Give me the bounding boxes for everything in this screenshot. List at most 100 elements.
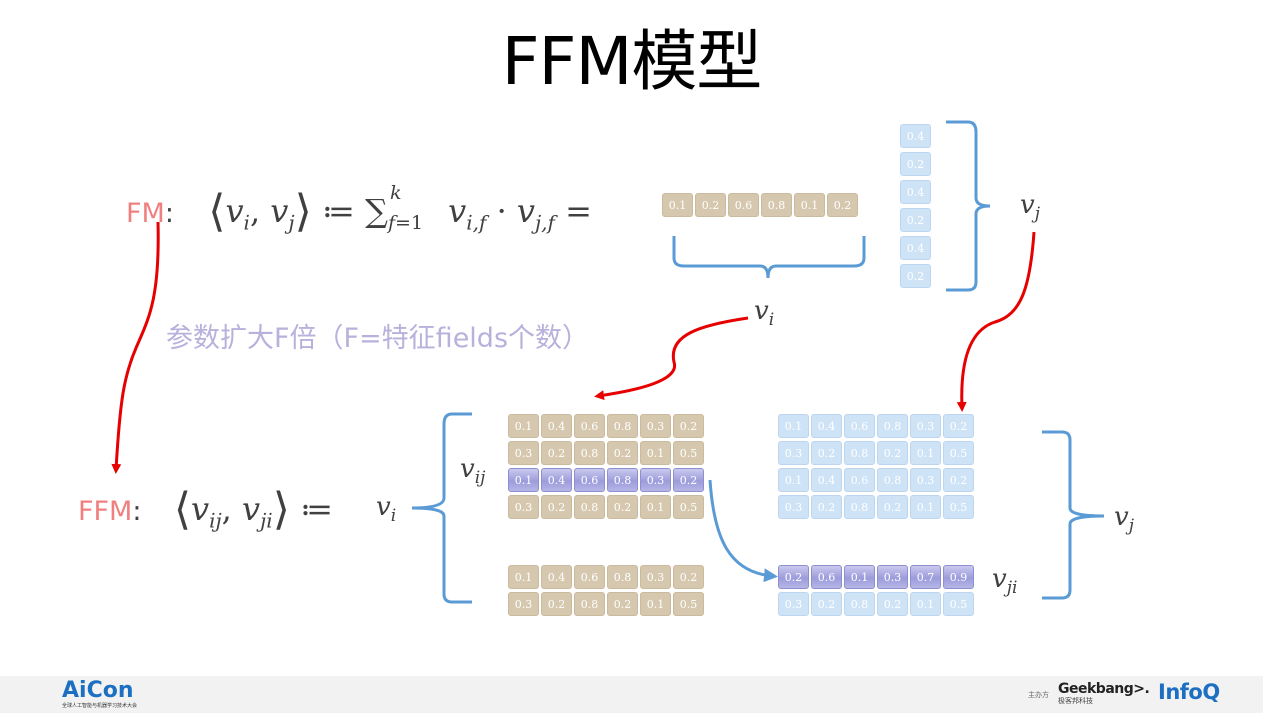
ffm-vi-cell: 0.2: [673, 414, 704, 438]
sponsor-prefix: 主办方: [1028, 691, 1049, 699]
slide-title: FFM模型: [501, 23, 763, 100]
ffm-label: FFM: [78, 496, 133, 527]
ffm-vj-cell: 0.1: [844, 565, 875, 589]
infoq-logo: InfoQ: [1158, 680, 1220, 704]
label-vj-ffm: vj: [1114, 502, 1134, 537]
ffm-vi-cell: 0.8: [607, 414, 638, 438]
brace-vj-top: [946, 120, 991, 292]
fm-vi-cell: 0.2: [827, 193, 858, 217]
ffm-vi-cell: 0.5: [673, 495, 704, 519]
arrow-vj: [956, 231, 1036, 412]
ffm-vj-cell: 0.3: [778, 592, 809, 616]
label-vij: vij: [460, 454, 486, 489]
ffm-vj-cell: 0.2: [943, 414, 974, 438]
fm-vi-cell: 0.1: [794, 193, 825, 217]
ffm-vi-cell: 0.6: [574, 414, 605, 438]
ffm-vi-cell: 0.1: [640, 441, 671, 465]
ffm-vi-cell: 0.1: [640, 495, 671, 519]
ffm-vj-cell: 0.8: [877, 414, 908, 438]
arrow-fm-to-ffm: [111, 221, 160, 474]
ffm-vj-cell: 0.9: [943, 565, 974, 589]
ffm-vi-cell: 0.3: [640, 565, 671, 589]
fm-vi-cell: 0.8: [761, 193, 792, 217]
ffm-vi-cell: 0.3: [640, 414, 671, 438]
brace-vi-ffm: [411, 412, 472, 604]
ffm-vj-cell: 0.3: [910, 468, 941, 492]
fm-vi-cell: 0.1: [662, 193, 693, 217]
ffm-vj-cell: 0.2: [877, 592, 908, 616]
ffm-vj-cell: 0.4: [811, 468, 842, 492]
ffm-vi-cell: 0.3: [508, 441, 539, 465]
arrow-vij-to-vji: [708, 479, 778, 583]
ffm-vj-cell: 0.3: [877, 565, 908, 589]
ffm-vj-cell: 0.5: [943, 495, 974, 519]
label-vj-top: vj: [1020, 190, 1040, 225]
ffm-vi-cell: 0.2: [607, 592, 638, 616]
arrow-vi: [594, 316, 749, 401]
ffm-vi-cell: 0.6: [574, 565, 605, 589]
fm-vj-cell: 0.4: [900, 236, 931, 260]
ffm-vj-cell: 0.8: [844, 441, 875, 465]
ffm-vj-cell: 0.1: [910, 592, 941, 616]
fm-vj-cell: 0.2: [900, 152, 931, 176]
ffm-vj-cell: 0.1: [910, 441, 941, 465]
ffm-vj-cell: 0.1: [778, 468, 809, 492]
fm-vi-cell: 0.2: [695, 193, 726, 217]
footer-bar: AiCon 全球人工智能与机器学习技术大会 主办方 Geekbang>. 极客邦…: [0, 676, 1263, 713]
ffm-vi-cell: 0.8: [607, 468, 638, 492]
ffm-vj-cell: 0.4: [811, 414, 842, 438]
ffm-vi-cell: 0.5: [673, 592, 704, 616]
ffm-vj-cell: 0.2: [943, 468, 974, 492]
ffm-vi-cell: 0.1: [508, 565, 539, 589]
ffm-vj-cell: 0.7: [910, 565, 941, 589]
ffm-vj-cell: 0.6: [844, 414, 875, 438]
ffm-vi-cell: 0.4: [541, 468, 572, 492]
ffm-vj-cell: 0.3: [910, 414, 941, 438]
parameter-note: 参数扩大F倍（F=特征fields个数）: [166, 323, 590, 354]
brace-vj-ffm: [1042, 430, 1105, 600]
fm-vj-cell: 0.4: [900, 180, 931, 204]
ffm-vi-cell: 0.3: [508, 592, 539, 616]
ffm-vi-cell: 0.8: [607, 565, 638, 589]
fm-vj-cell: 0.2: [900, 208, 931, 232]
ffm-colon: :: [132, 496, 142, 527]
ffm-vj-cell: 0.2: [877, 441, 908, 465]
ffm-vj-cell: 0.2: [778, 565, 809, 589]
ffm-vi-cell: 0.8: [574, 441, 605, 465]
ffm-vj-cell: 0.6: [811, 565, 842, 589]
aicon-logo: AiCon 全球人工智能与机器学习技术大会: [62, 678, 138, 710]
geekbang-logo: Geekbang>. 极客邦科技: [1058, 681, 1150, 705]
ffm-vi-cell: 0.1: [508, 414, 539, 438]
ffm-vi-cell: 0.2: [673, 468, 704, 492]
label-vi-top: vi: [754, 296, 775, 331]
ffm-vi-cell: 0.2: [541, 495, 572, 519]
fm-colon: :: [164, 198, 174, 229]
ffm-vj-cell: 0.2: [877, 495, 908, 519]
brace-vi-top: [672, 236, 866, 279]
ffm-vi-cell: 0.2: [673, 565, 704, 589]
ffm-vi-cell: 0.3: [508, 495, 539, 519]
ffm-vj-cell: 0.2: [811, 441, 842, 465]
ffm-vj-cell: 0.1: [778, 414, 809, 438]
ffm-vj-cell: 0.2: [811, 592, 842, 616]
ffm-vi-cell: 0.1: [508, 468, 539, 492]
ffm-vi-cell: 0.2: [541, 441, 572, 465]
ffm-vi-cell: 0.2: [607, 495, 638, 519]
ffm-vj-cell: 0.1: [910, 495, 941, 519]
ffm-vj-cell: 0.5: [943, 592, 974, 616]
ffm-vi-cell: 0.2: [541, 592, 572, 616]
ffm-vi-cell: 0.6: [574, 468, 605, 492]
fm-vi-cell: 0.6: [728, 193, 759, 217]
ffm-vi-cell: 0.5: [673, 441, 704, 465]
ffm-vj-cell: 0.8: [877, 468, 908, 492]
ffm-vi-cell: 0.8: [574, 495, 605, 519]
fm-vj-cell: 0.4: [900, 124, 931, 148]
ffm-vi-cell: 0.4: [541, 565, 572, 589]
ffm-vi-cell: 0.1: [640, 592, 671, 616]
label-vji: vji: [992, 564, 1018, 599]
ffm-vj-cell: 0.3: [778, 495, 809, 519]
ffm-vi-cell: 0.8: [574, 592, 605, 616]
ffm-vj-cell: 0.8: [844, 592, 875, 616]
label-vi-ffm: vi: [376, 492, 397, 527]
